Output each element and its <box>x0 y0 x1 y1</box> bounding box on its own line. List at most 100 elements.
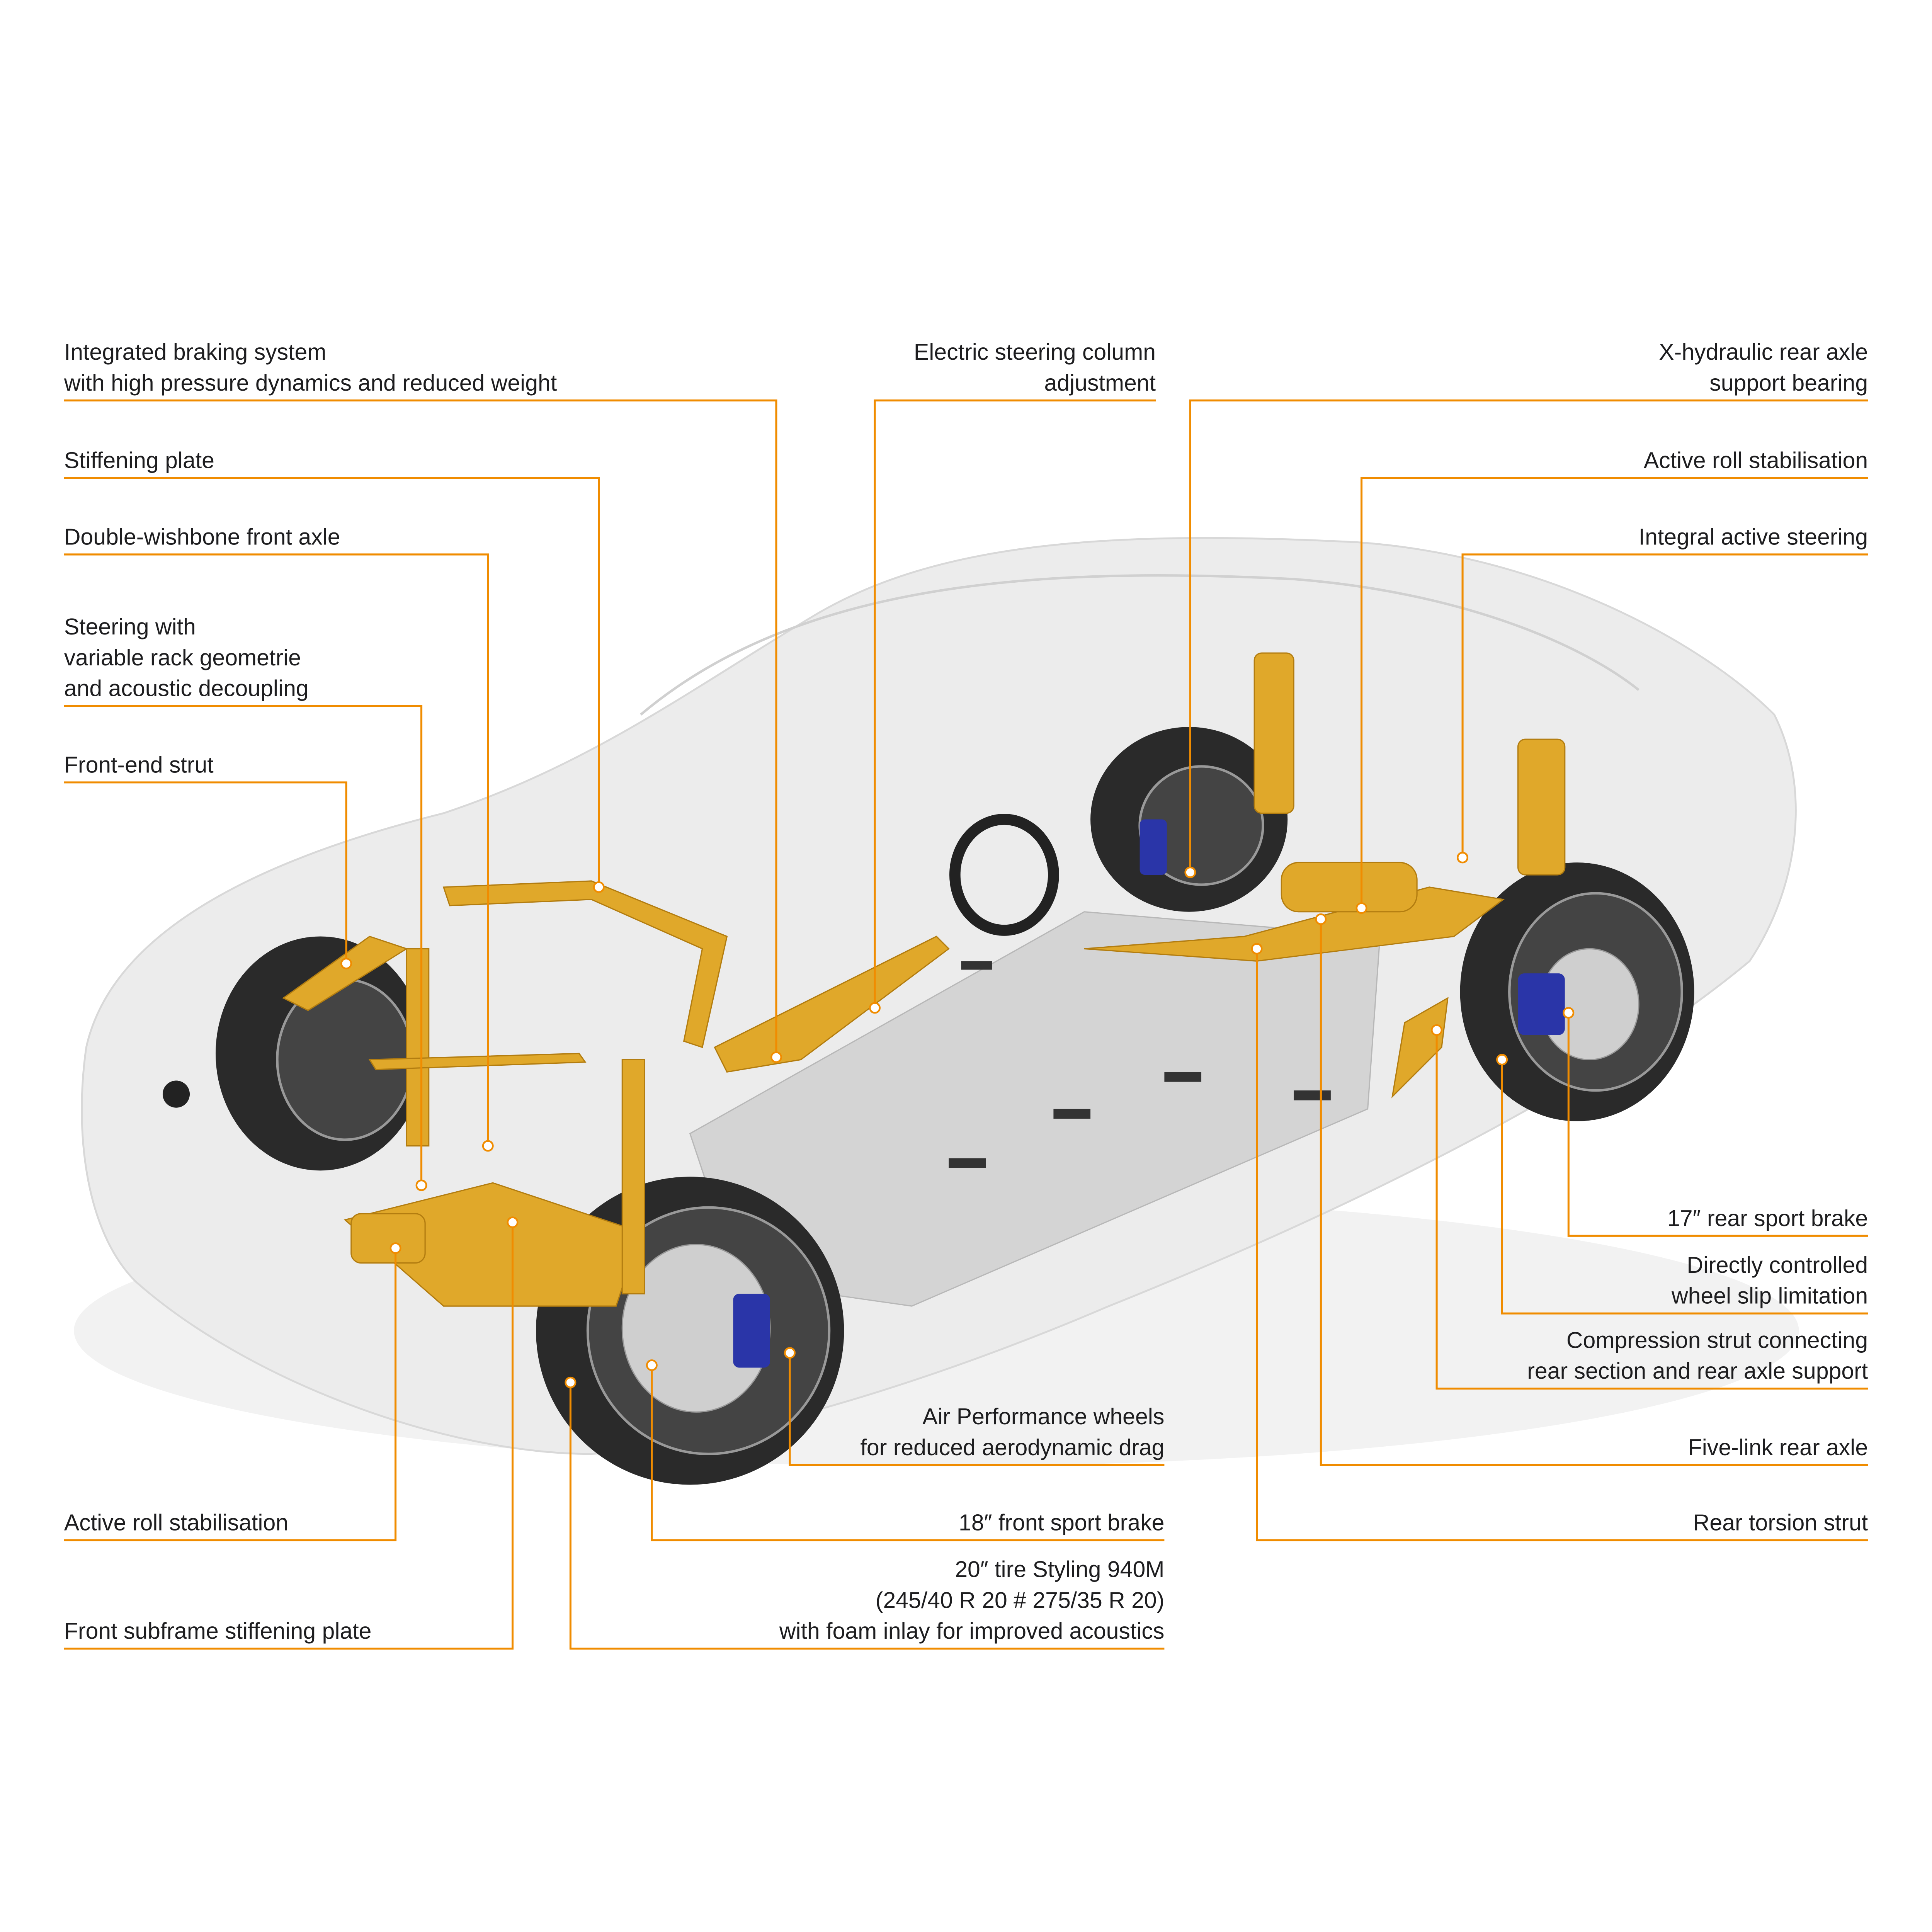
callout-dot <box>415 1179 427 1191</box>
callout-text: Compression strut connecting <box>1566 1328 1868 1353</box>
callout-text: variable rack geometrie <box>64 645 301 670</box>
callout-steering: Steering with variable rack geometrie an… <box>64 614 427 1191</box>
callout-front-sport-brake: 18″ front sport brake <box>646 1359 1165 1541</box>
callout-dot <box>869 1002 881 1014</box>
callout-text: 20″ tire Styling 940M <box>955 1557 1164 1582</box>
callout-dot <box>389 1242 401 1254</box>
callout-rear-sport-brake: 17″ rear sport brake <box>1563 1007 1868 1237</box>
callout-text: Steering with <box>64 614 196 639</box>
callout-text: 17″ rear sport brake <box>1667 1206 1868 1231</box>
callout-text: support bearing <box>1709 370 1868 396</box>
stiffening-plate-shape <box>442 880 728 1048</box>
callout-text: Front-end strut <box>64 752 214 777</box>
chassis-components <box>282 652 1566 1307</box>
front-strut <box>406 948 430 1147</box>
callout-text: Double-wishbone front axle <box>64 524 340 549</box>
leader-line <box>64 477 600 887</box>
callout-dot <box>1496 1054 1508 1066</box>
leader-line <box>1320 919 1868 1466</box>
callout-text: Five-link rear axle <box>1688 1435 1868 1460</box>
rear-air-spring-right <box>1517 738 1566 876</box>
leader-line <box>64 1248 397 1541</box>
callout-dot <box>646 1359 658 1371</box>
leader-line <box>1461 553 1868 858</box>
callout-dot <box>565 1376 577 1388</box>
callout-dot <box>340 957 352 969</box>
leader-line <box>1256 949 1868 1541</box>
callout-text: Stiffening plate <box>64 448 214 473</box>
leader-line <box>64 1222 514 1650</box>
callout-text: Directly controlled <box>1687 1252 1868 1278</box>
leader-line <box>1567 1013 1868 1237</box>
callout-text: Rear torsion strut <box>1693 1510 1868 1535</box>
callout-text: rear section and rear axle support <box>1527 1358 1868 1384</box>
rear-caliper <box>1518 973 1565 1035</box>
callout-text: 18″ front sport brake <box>959 1510 1164 1535</box>
leader-line <box>1435 1030 1868 1390</box>
callout-stiffening-plate: Stiffening plate <box>64 448 605 893</box>
callout-dot <box>593 881 605 893</box>
leader-line <box>1189 399 1868 872</box>
leader-line <box>789 1353 1165 1466</box>
callout-integrated-braking: Integrated braking system with high pres… <box>64 339 782 1063</box>
leader-line <box>651 1365 1165 1541</box>
callout-front-subframe: Front subframe stiffening plate <box>64 1216 519 1650</box>
callout-dot <box>1355 902 1367 914</box>
front-caliper <box>733 1294 770 1368</box>
leader-line <box>64 399 777 1057</box>
callout-dot <box>507 1216 519 1228</box>
leader-line <box>874 399 1156 1008</box>
callout-text: for reduced aerodynamic drag <box>860 1435 1164 1460</box>
leader-line <box>64 705 423 1185</box>
callout-dot <box>1563 1007 1575 1019</box>
callout-text: X-hydraulic rear axle <box>1659 339 1868 365</box>
leader-line <box>64 781 347 964</box>
rear-right-wheel <box>1460 862 1694 1121</box>
callout-dot <box>482 1140 494 1152</box>
callout-five-link: Five-link rear axle <box>1315 913 1868 1466</box>
callout-text: with foam inlay for improved acoustics <box>779 1618 1165 1644</box>
callout-text: wheel slip limitation <box>1671 1283 1868 1309</box>
car-illustration <box>74 537 1799 1485</box>
callout-text: Front subframe stiffening plate <box>64 1618 372 1644</box>
callout-text: (245/40 R 20 # 275/35 R 20) <box>876 1587 1165 1613</box>
callout-dot <box>1457 852 1469 864</box>
roof-line <box>640 574 1640 716</box>
callout-front-end-strut: Front-end strut <box>64 752 352 969</box>
floor-mounts <box>949 961 1331 1168</box>
callout-text: adjustment <box>1044 370 1156 396</box>
leader-line <box>1501 1060 1868 1315</box>
callout-x-hydraulic: X-hydraulic rear axle support bearing <box>1184 339 1868 878</box>
steering-wheel <box>949 814 1059 936</box>
callout-text: Active roll stabilisation <box>64 1510 288 1535</box>
callout-dot <box>1315 913 1327 925</box>
callout-text: and acoustic decoupling <box>64 676 309 701</box>
callout-dot <box>1251 943 1263 955</box>
leader-line <box>569 1382 1165 1650</box>
callout-text: Integrated braking system <box>64 339 327 365</box>
callout-dot <box>784 1347 796 1359</box>
rear-axle-support <box>1281 862 1418 913</box>
leader-line <box>64 553 489 1146</box>
bmw-logo <box>162 1080 190 1108</box>
callout-rear-torsion-strut: Rear torsion strut <box>1251 943 1868 1541</box>
callout-dot <box>1184 866 1196 878</box>
leader-line <box>1361 477 1868 908</box>
callout-dot <box>1431 1024 1443 1036</box>
callout-electric-steering-column: Electric steering column adjustment <box>869 339 1156 1014</box>
callout-active-roll-rear: Active roll stabilisation <box>1355 448 1868 914</box>
callout-wheel-slip: Directly controlled wheel slip limitatio… <box>1496 1054 1868 1315</box>
callout-tire: 20″ tire Styling 940M (245/40 R 20 # 275… <box>565 1376 1165 1650</box>
callout-integral-active-steering: Integral active steering <box>1457 524 1868 864</box>
callout-active-roll-front: Active roll stabilisation <box>64 1242 401 1541</box>
callout-air-performance-wheels: Air Performance wheels for reduced aerod… <box>784 1347 1165 1466</box>
rear-left-wheel <box>1090 727 1288 912</box>
callout-text: Electric steering column <box>914 339 1156 365</box>
rear-air-spring-left <box>1253 652 1294 814</box>
callout-text: Active roll stabilisation <box>1644 448 1868 473</box>
callout-text: Air Performance wheels <box>922 1404 1164 1429</box>
callout-text: Integral active steering <box>1639 524 1868 549</box>
callout-text: with high pressure dynamics and reduced … <box>64 370 557 396</box>
